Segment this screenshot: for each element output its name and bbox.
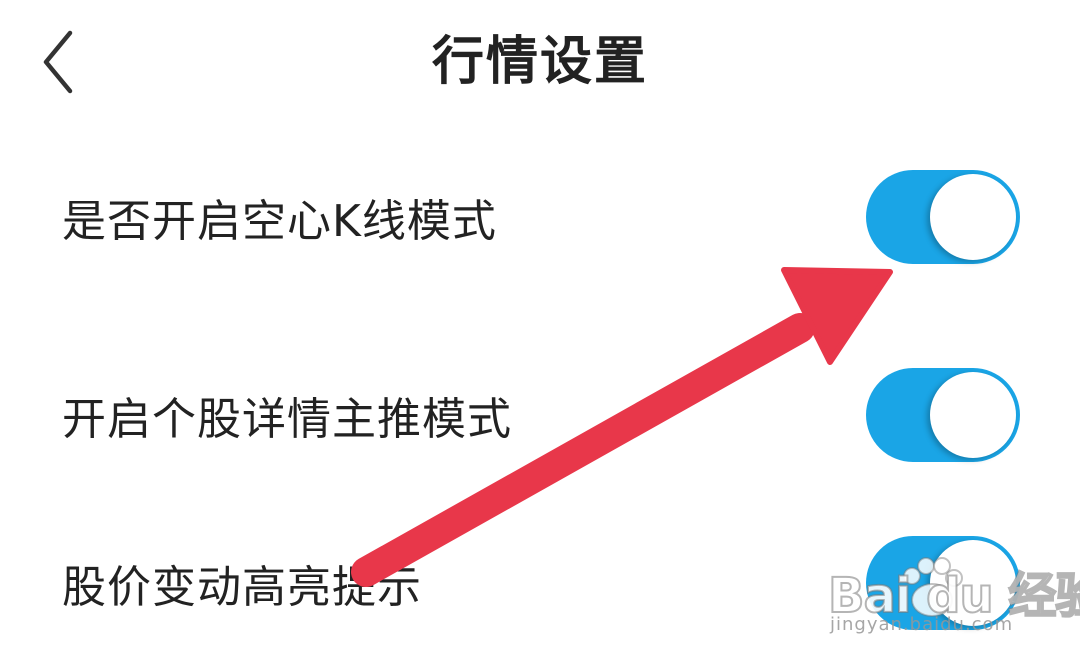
page-title: 行情设置	[431, 32, 648, 92]
toggle-knob	[930, 174, 1016, 260]
setting-row-hollow-kline: 是否开启空心K线模式	[0, 162, 1080, 272]
toggle-knob	[930, 540, 1016, 626]
price-highlight-toggle[interactable]	[866, 536, 1020, 630]
hollow-kline-toggle[interactable]	[866, 170, 1020, 264]
stock-detail-push-toggle[interactable]	[866, 368, 1020, 462]
setting-row-price-highlight: 股价变动高亮提示	[0, 528, 1080, 638]
header: 行情设置	[0, 0, 1080, 124]
toggle-knob	[930, 372, 1016, 458]
back-button[interactable]	[30, 22, 90, 102]
setting-label: 开启个股详情主推模式	[62, 394, 512, 445]
setting-label: 股价变动高亮提示	[62, 562, 422, 613]
setting-row-stock-detail-push: 开启个股详情主推模式	[0, 360, 1080, 470]
chevron-left-icon	[43, 30, 73, 94]
setting-label: 是否开启空心K线模式	[62, 196, 497, 247]
